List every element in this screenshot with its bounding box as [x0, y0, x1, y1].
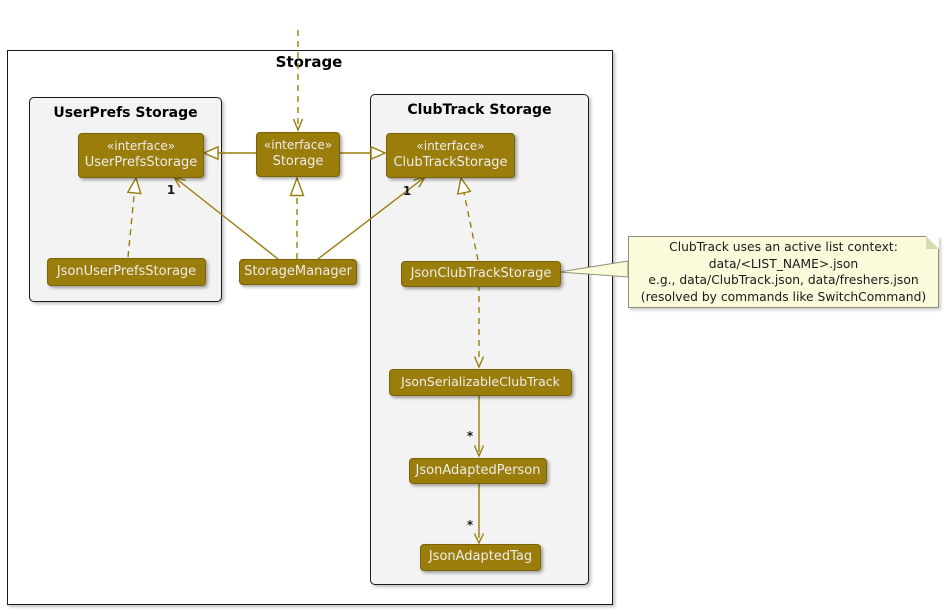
- multiplicity-label-tag: *: [466, 518, 474, 532]
- class-name: JsonSerializableClubTrack: [401, 374, 560, 390]
- note-line: data/<LIST_NAME>.json: [708, 256, 859, 271]
- clubtrack-package-title: ClubTrack Storage: [407, 102, 552, 118]
- multiplicity-label-userprefs: 1: [166, 183, 176, 197]
- class-userprefsstorage-interface: «interface» UserPrefsStorage: [78, 133, 204, 178]
- class-jsonadaptedperson: JsonAdaptedPerson: [409, 458, 547, 484]
- multiplicity-label-person: *: [466, 429, 474, 443]
- class-name: Storage: [272, 153, 324, 169]
- note-fold-icon: [926, 236, 939, 249]
- multiplicity-label-clubtrack: 1: [402, 184, 412, 198]
- class-storage-interface: «interface» Storage: [256, 132, 340, 177]
- stereotype-label: «interface»: [263, 138, 333, 153]
- class-name: JsonClubTrackStorage: [410, 265, 552, 281]
- class-jsonadaptedtag: JsonAdaptedTag: [420, 544, 541, 571]
- class-name: JsonAdaptedPerson: [415, 462, 541, 478]
- note-clubtrack-context: ClubTrack uses an active list context: d…: [628, 236, 939, 308]
- class-name: JsonUserPrefsStorage: [56, 263, 197, 279]
- stereotype-label: «interface»: [106, 139, 176, 154]
- note-line: ClubTrack uses an active list context:: [669, 240, 898, 254]
- storage-frame-title: Storage: [275, 53, 343, 71]
- note-line: (resolved by commands like SwitchCommand…: [640, 289, 927, 304]
- class-name: ClubTrackStorage: [393, 154, 508, 170]
- class-name: UserPrefsStorage: [84, 154, 198, 170]
- class-jsonserializableclubtrack: JsonSerializableClubTrack: [389, 369, 572, 396]
- class-storagemanager: StorageManager: [239, 259, 357, 285]
- userprefs-package-title: UserPrefs Storage: [53, 105, 198, 121]
- class-jsonuserprefsstorage: JsonUserPrefsStorage: [47, 258, 206, 286]
- class-name: StorageManager: [244, 263, 352, 279]
- class-jsonclubtrackstorage: JsonClubTrackStorage: [401, 261, 561, 287]
- class-clubtrackstorage-interface: «interface» ClubTrackStorage: [386, 133, 515, 178]
- stereotype-label: «interface»: [416, 139, 485, 154]
- class-name: JsonAdaptedTag: [428, 549, 533, 565]
- note-line: e.g., data/ClubTrack.json, data/freshers…: [648, 273, 919, 287]
